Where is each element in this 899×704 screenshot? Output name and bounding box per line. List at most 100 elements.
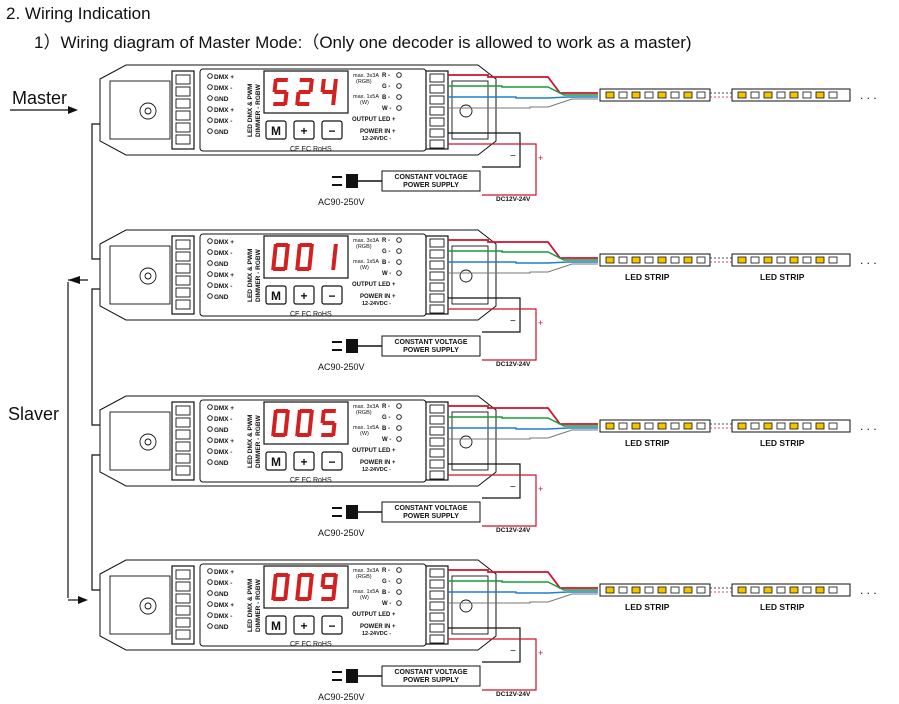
power-voltage-label: 12-24VDC - <box>362 136 391 142</box>
strip-label-1: LED STRIP <box>625 602 670 612</box>
mounting-tab <box>451 245 489 305</box>
led-chip <box>737 91 747 99</box>
led-chip <box>815 586 825 594</box>
terminal-screw <box>175 98 191 109</box>
display-segment <box>332 79 338 92</box>
terminal-screw <box>175 263 191 274</box>
terminal-screw <box>175 593 191 604</box>
dc-voltage-label: DC12V-24V <box>496 196 531 203</box>
output-wire <box>448 580 598 591</box>
display-segment <box>275 78 288 82</box>
led-chip <box>644 256 654 264</box>
slaver-bottom-arrow-icon <box>78 596 88 604</box>
led-chip <box>789 422 799 430</box>
display-segment <box>323 409 336 413</box>
mounting-hole <box>139 433 157 451</box>
display-segment <box>273 102 286 106</box>
negative-sign: − <box>510 646 516 657</box>
display-segment <box>320 79 326 92</box>
led-chip <box>737 586 747 594</box>
output-wire <box>448 96 598 99</box>
led-chip <box>750 422 760 430</box>
panel-button <box>321 120 343 140</box>
dc-positive-wire <box>448 638 537 691</box>
terminal-screw <box>429 84 445 94</box>
terminal-screw <box>429 404 445 414</box>
mounting-tab <box>109 411 171 471</box>
dmx-pin-icon <box>207 73 213 79</box>
output-wire <box>448 427 598 430</box>
output-terminal-block <box>425 70 449 150</box>
power-supply-line-1: CONSTANT VOLTAGE <box>394 669 467 676</box>
display-segment <box>297 597 310 601</box>
output-terminal-label: G - <box>382 579 390 585</box>
dmx-terminal-label: DMX - <box>214 416 232 423</box>
strip-continuation: . . . <box>860 88 877 102</box>
panel-button <box>321 451 343 471</box>
terminal-screw <box>175 251 191 262</box>
ac-voltage-label: AC90-250V <box>318 528 365 538</box>
dmx-terminal-label: DMX - <box>214 613 232 620</box>
led-chip <box>683 422 693 430</box>
terminal-screw <box>175 299 191 310</box>
output-terminal-label: W - <box>382 437 391 443</box>
master-label: Master <box>12 88 68 108</box>
display-segment <box>295 587 301 600</box>
output-terminal-block <box>425 235 449 315</box>
model-line-2: DIMMER - RGBW <box>255 248 262 302</box>
led-chip <box>815 91 825 99</box>
display-segment <box>295 423 301 436</box>
terminal-screw <box>175 239 191 250</box>
led-chip <box>644 586 654 594</box>
rating-rgb: max. 3x3A <box>353 238 379 244</box>
dmx-pin-icon <box>207 623 213 629</box>
panel-button-label: + <box>300 455 307 469</box>
dc-voltage-label: DC12V-24V <box>496 527 531 534</box>
strip-label-1: LED STRIP <box>625 272 670 282</box>
display-segment <box>275 573 288 577</box>
display-segment <box>308 244 314 257</box>
terminal-screw <box>175 617 191 628</box>
output-pin-icon <box>396 259 402 265</box>
power-voltage-label: 12-24VDC - <box>362 467 391 473</box>
display-segment <box>296 410 302 423</box>
display-segment <box>320 574 326 587</box>
display-segment <box>272 79 278 92</box>
dmx-terminal-label: DMX + <box>214 602 234 609</box>
display-segment <box>283 423 289 436</box>
led-chip <box>618 256 628 264</box>
panel-button-label: + <box>300 619 307 633</box>
display-segment <box>299 78 312 82</box>
led-strip <box>599 419 711 433</box>
led-chip <box>776 586 786 594</box>
panel-button <box>293 120 315 140</box>
output-led-label: OUTPUT LED + <box>352 448 396 454</box>
panel-button-label: M <box>271 619 281 633</box>
power-supply-line-2: POWER SUPPLY <box>403 182 459 189</box>
dmx-terminal-block <box>171 565 195 645</box>
section-title: 2. Wiring Indication <box>6 4 151 23</box>
dmx-pin-icon <box>207 282 213 288</box>
display-segment <box>272 574 278 587</box>
strip-label-1: LED STRIP <box>625 438 670 448</box>
panel-button-label: M <box>271 124 281 138</box>
diagram-subtitle: 1）Wiring diagram of Master Mode:（Only on… <box>34 33 692 52</box>
dmx-terminal-label: GND <box>214 624 229 631</box>
terminal-screw <box>175 417 191 428</box>
dc-negative-wire <box>448 132 521 168</box>
led-chip <box>737 422 747 430</box>
led-chip <box>670 422 680 430</box>
display-segment <box>322 90 335 94</box>
display-segment <box>273 433 286 437</box>
cert-marks: CE FC RoHS <box>290 311 332 318</box>
dmx-pin-icon <box>207 84 213 90</box>
dmx-terminal-label: DMX - <box>214 449 232 456</box>
panel-button-label: M <box>271 455 281 469</box>
rating-rgb: max. 3x3A <box>353 404 379 410</box>
terminal-screw <box>429 470 445 480</box>
rating-w-sub: (W) <box>360 595 369 601</box>
output-pin-icon <box>396 414 402 420</box>
output-terminal-label: B - <box>382 590 390 596</box>
mounting-tab <box>451 411 489 471</box>
display-segment <box>296 244 302 257</box>
